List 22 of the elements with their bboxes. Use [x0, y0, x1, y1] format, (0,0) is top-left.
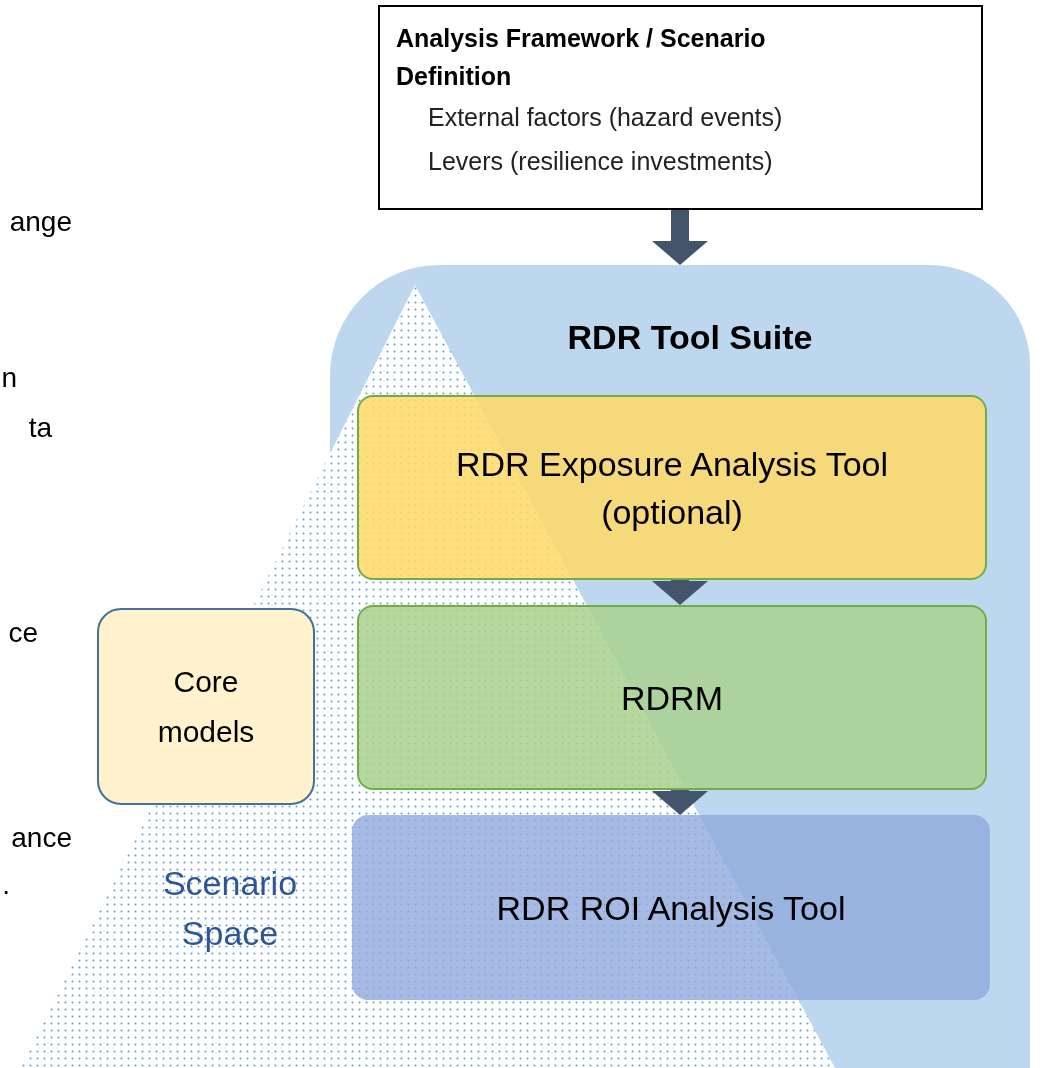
box-heading: Analysis Framework / Scenario Definition [396, 23, 767, 92]
tool-box [357, 395, 987, 580]
framework-box [378, 5, 983, 210]
cropped-text: ta [28, 411, 52, 445]
model-box [357, 605, 987, 790]
scenario-label: Scenario Space [161, 863, 299, 954]
cropped-text: ce [8, 616, 38, 650]
list-item: Levers (resilience investments) [427, 146, 773, 177]
box-label: Core models [156, 663, 256, 750]
suite-title: RDR Tool Suite [567, 317, 813, 358]
block-arrow [652, 790, 708, 815]
cropped-text: . [2, 868, 10, 902]
box-label: RDR Exposure Analysis Tool (optional) [454, 443, 890, 533]
cropped-text: ange [9, 205, 72, 239]
cropped-text: ance [11, 821, 72, 855]
block-arrow [652, 210, 708, 265]
box-label: RDR ROI Analysis Tool [496, 887, 846, 929]
cropped-text: n [1, 361, 17, 395]
box-label: RDRM [621, 677, 723, 719]
block-arrow [652, 580, 708, 605]
list-item: External factors (hazard events) [427, 102, 783, 133]
tool-box [352, 815, 990, 1000]
